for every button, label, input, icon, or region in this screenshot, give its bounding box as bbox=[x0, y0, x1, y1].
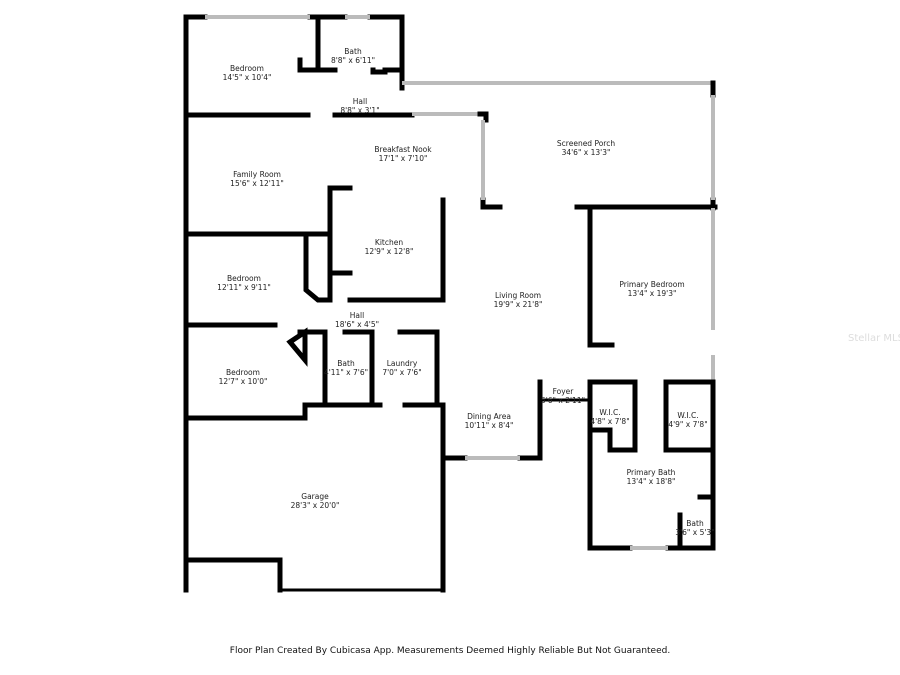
room-name: W.I.C. bbox=[599, 408, 620, 417]
room-name: Bath bbox=[686, 519, 704, 528]
room-size: 3'6" x 5'3" bbox=[675, 528, 714, 537]
room-size: 12'11" x 9'11" bbox=[217, 283, 271, 292]
room-size: 12'9" x 12'8" bbox=[365, 247, 414, 256]
room-name: Bedroom bbox=[226, 368, 260, 377]
room-size: 7'0" x 7'6" bbox=[382, 368, 421, 377]
room-name: Primary Bath bbox=[627, 468, 676, 477]
room-size: 13'4" x 18'8" bbox=[627, 477, 676, 486]
room-labels: Bedroom 14'5" x 10'4" Bath 8'8" x 6'11" … bbox=[217, 47, 714, 537]
room-name: Hall bbox=[350, 311, 364, 320]
room-name: Screened Porch bbox=[557, 139, 615, 148]
room-name: Bath bbox=[337, 359, 355, 368]
room-size: 15'6" x 12'11" bbox=[230, 179, 284, 188]
room-size: 19'9" x 21'8" bbox=[494, 300, 543, 309]
room-name: Family Room bbox=[233, 170, 281, 179]
room-name: Kitchen bbox=[375, 238, 403, 247]
room-name: Foyer bbox=[553, 387, 575, 396]
room-name: Primary Bedroom bbox=[619, 280, 684, 289]
room-size: 28'3" x 20'0" bbox=[291, 501, 340, 510]
room-name: Dining Area bbox=[467, 412, 511, 421]
room-name: Garage bbox=[301, 492, 329, 501]
room-name: Bedroom bbox=[230, 64, 264, 73]
room-size: 4'8" x 7'8" bbox=[590, 417, 629, 426]
room-size: 13'4" x 19'3" bbox=[628, 289, 677, 298]
room-name: Breakfast Nook bbox=[374, 145, 432, 154]
room-name: Living Room bbox=[495, 291, 541, 300]
room-size: 8'8" x 6'11" bbox=[331, 56, 375, 65]
room-name: Laundry bbox=[387, 359, 418, 368]
room-size: 10'11" x 8'4" bbox=[465, 421, 514, 430]
room-size: 14'5" x 10'4" bbox=[223, 73, 272, 82]
walls bbox=[183, 14, 718, 593]
footer-disclaimer: Floor Plan Created By Cubicasa App. Meas… bbox=[229, 646, 671, 656]
watermark: Stellar MLS bbox=[848, 333, 900, 344]
room-size: 12'7" x 10'0" bbox=[219, 377, 268, 386]
room-size: 4'9" x 7'8" bbox=[668, 420, 707, 429]
room-size: 5'6" x 2'11" bbox=[541, 396, 585, 405]
room-name: W.I.C. bbox=[677, 411, 698, 420]
room-name: Hall bbox=[353, 97, 367, 106]
room-size: 17'1" x 7'10" bbox=[379, 154, 428, 163]
room-name: Bath bbox=[344, 47, 362, 56]
room-size: 8'8" x 3'1" bbox=[340, 106, 379, 115]
room-name: Bedroom bbox=[227, 274, 261, 283]
room-size: 4'11" x 7'6" bbox=[324, 368, 368, 377]
room-size: 34'6" x 13'3" bbox=[562, 148, 611, 157]
room-size: 18'6" x 4'5" bbox=[335, 320, 379, 329]
